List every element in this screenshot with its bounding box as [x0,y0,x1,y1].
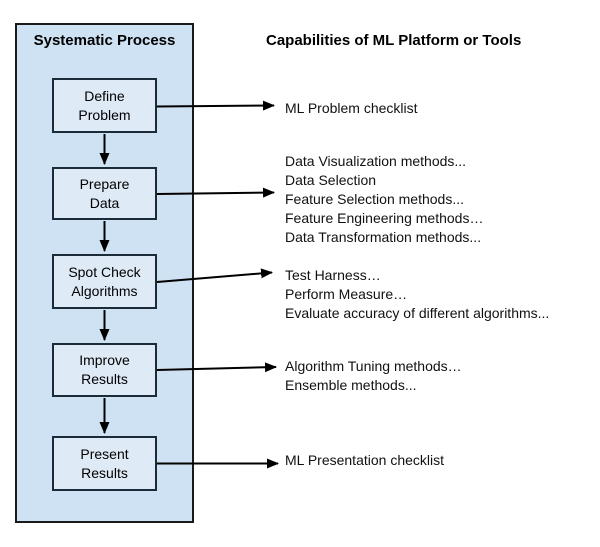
capability-group-spot-check: Test Harness… Perform Measure… Evaluate … [285,266,549,323]
capability-item: Data Transformation methods... [285,229,482,245]
step-box-define-problem: Define Problem [52,78,157,133]
capability-item: Perform Measure… [285,286,408,302]
panel-title: Systematic Process [33,32,176,49]
capability-item: Feature Selection methods... [285,191,464,207]
step-box-improve-results: Improve Results [52,343,157,397]
capability-item: Feature Engineering methods… [285,210,484,226]
capability-item: ML Presentation checklist [285,452,444,468]
capability-item: Test Harness… [285,267,381,283]
capability-item: ML Problem checklist [285,100,418,116]
capability-item: Evaluate accuracy of different algorithm… [285,305,550,321]
capability-group-present-results: ML Presentation checklist [285,451,444,470]
capability-group-define-problem: ML Problem checklist [285,99,418,118]
capability-item: Algorithm Tuning methods… [285,358,462,374]
capabilities-header: Capabilities of ML Platform or Tools [266,32,522,49]
capability-item: Ensemble methods... [285,377,417,393]
step-box-spot-check-algorithms: Spot Check Algorithms [52,254,157,309]
capability-group-prepare-data: Data Visualization methods... Data Selec… [285,152,483,247]
capability-item: Data Selection [285,172,377,188]
step-box-prepare-data: Prepare Data [52,167,157,220]
step-box-present-results: Present Results [52,436,157,491]
capability-group-improve-results: Algorithm Tuning methods… Ensemble metho… [285,357,462,395]
capability-item: Data Visualization methods... [285,153,467,169]
